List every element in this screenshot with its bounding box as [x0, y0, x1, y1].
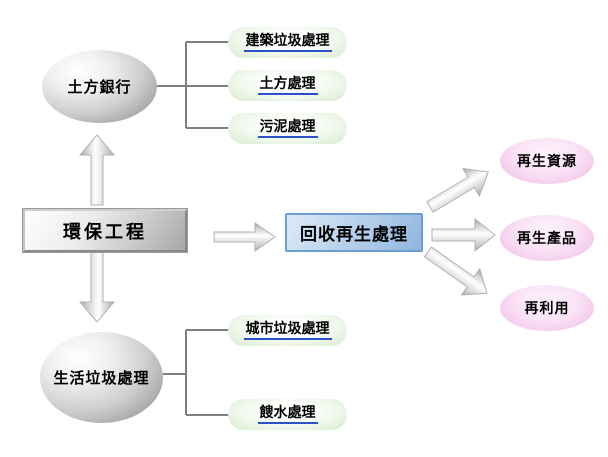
link-label: 污泥處理 [257, 118, 318, 138]
link-municipal-waste-treatment[interactable]: 城市垃圾處理 [228, 315, 347, 346]
link-sludge-treatment[interactable]: 污泥處理 [228, 113, 347, 144]
node-regenerated-products: 再生產品 [500, 215, 594, 261]
node-domestic-waste-treatment: 生活垃圾處理 [40, 332, 163, 423]
arrow-right-center-icon [213, 222, 276, 252]
node-regenerated-resources: 再生資源 [500, 138, 594, 184]
link-label: 城市垃圾處理 [243, 320, 332, 340]
top-bracket-lines [157, 41, 229, 129]
link-label: 土方處理 [257, 75, 318, 95]
bottom-bracket-lines [163, 329, 229, 416]
arrow-right-hub-icon [431, 217, 496, 253]
link-label: 建築垃圾處理 [243, 32, 332, 52]
arrow-down-icon [78, 249, 116, 323]
node-environmental-engineering: 環保工程 [22, 208, 188, 253]
node-recycling-regeneration-treatment: 回收再生處理 [285, 213, 423, 252]
node-soil-bank: 土方銀行 [42, 50, 157, 123]
link-earthwork-treatment[interactable]: 土方處理 [228, 70, 347, 101]
link-swill-treatment[interactable]: 餿水處理 [228, 399, 347, 430]
link-construction-waste-treatment[interactable]: 建築垃圾處理 [228, 27, 347, 58]
arrow-up-icon [78, 134, 116, 206]
node-reuse: 再利用 [500, 285, 594, 331]
link-label: 餿水處理 [257, 404, 318, 424]
arrow-up-right-icon [426, 167, 489, 213]
arrow-down-right-icon [423, 246, 488, 296]
